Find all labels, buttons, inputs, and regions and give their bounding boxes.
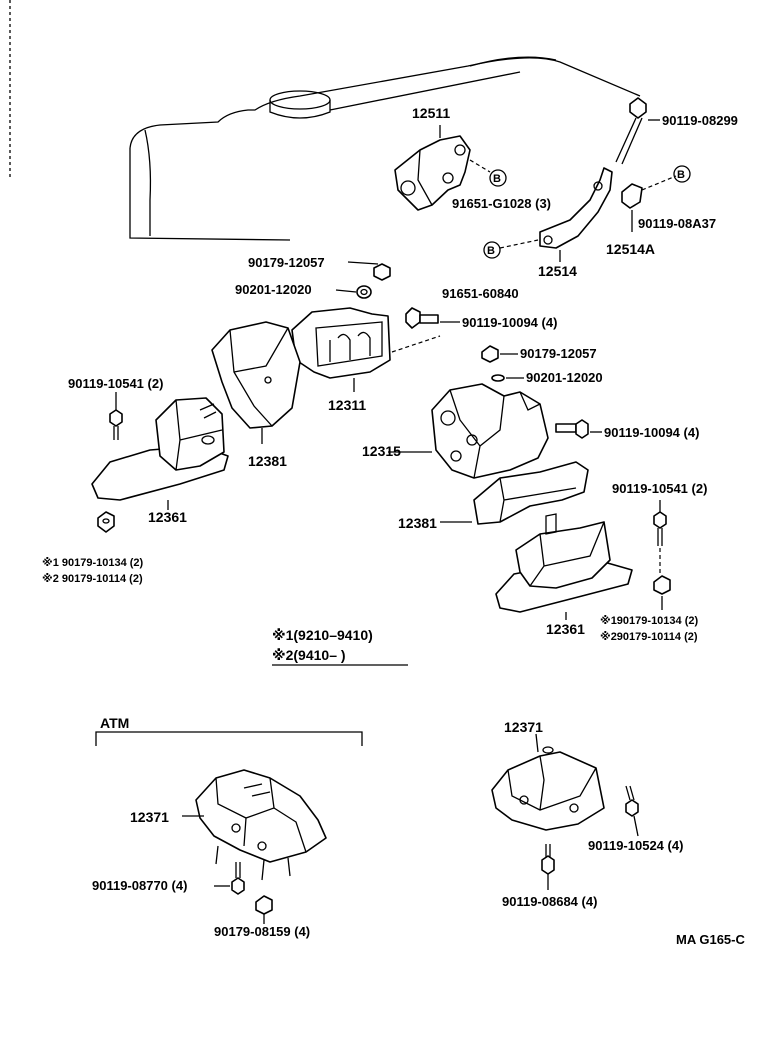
label-12511: 12511 [412, 105, 450, 121]
note-2-left: ※2 90179-10114 (2) [42, 573, 143, 585]
label-90201-12020-b: 90201-12020 [526, 370, 603, 385]
label-90179-12057-a: 90179-12057 [248, 255, 325, 270]
part-12361-left-mount [91, 397, 229, 510]
part-12315-bracket [388, 383, 549, 479]
label-90201-12020-a: 90201-12020 [235, 282, 312, 297]
part-12371-right-mount [491, 733, 605, 831]
label-90179-12057-b: 90179-12057 [520, 346, 597, 361]
label-12311: 12311 [328, 397, 366, 413]
atm-heading: ATM [100, 715, 129, 731]
label-12514: 12514 [538, 263, 577, 279]
label-90119-08770: 90119-08770 (4) [92, 878, 187, 893]
bolt-90119-08770 [214, 862, 245, 895]
nut-washer-middle [481, 345, 524, 382]
note-2-right: ※290179-10114 (2) [600, 631, 698, 643]
nut-90179-08159 [255, 895, 273, 924]
part-12514-bracket [483, 167, 613, 262]
part-12514A-nut [621, 165, 691, 232]
label-12381-b: 12381 [398, 515, 437, 531]
atm-bracket [95, 731, 363, 746]
label-12371-b: 12371 [504, 719, 543, 735]
label-90119-10524: 90119-10524 (4) [588, 838, 683, 853]
bolt-90119-10541-right [653, 500, 671, 610]
bolt-90119-08299 [615, 97, 660, 165]
marker-b-1: B [493, 173, 501, 185]
part-12381-right-cover [440, 461, 589, 525]
label-12315: 12315 [362, 443, 401, 459]
nut-left-bottom [97, 511, 115, 533]
label-90119-10094-a: 90119-10094 (4) [462, 315, 557, 330]
bolt-90119-10524 [625, 785, 639, 837]
part-12511-bracket [394, 125, 507, 211]
reference-code: MA G165-C [676, 932, 745, 947]
label-90179-08159: 90179-08159 (4) [214, 924, 310, 939]
part-12311-insulator [291, 307, 441, 392]
legend-1: ※1(9210–9410) [272, 627, 373, 643]
nut-washer-upper [335, 261, 391, 299]
label-90119-08299: 90119-08299 [662, 113, 738, 128]
note-1-left: ※1 90179-10134 (2) [42, 557, 144, 569]
bolt-90119-10094-upper [405, 307, 460, 329]
label-90119-10094-b: 90119-10094 (4) [604, 425, 699, 440]
label-12361-a: 12361 [148, 509, 187, 525]
note-1-right: ※190179-10134 (2) [600, 615, 698, 627]
marker-b-2: B [487, 245, 495, 257]
label-12361-b: 12361 [546, 621, 585, 637]
engine-block-outline [9, 0, 641, 241]
legend-2: ※2(9410– ) [272, 647, 346, 663]
label-91651-G1028: 91651-G1028 (3) [452, 196, 551, 211]
label-90119-08684: 90119-08684 (4) [502, 894, 597, 909]
label-12514A: 12514A [606, 241, 655, 257]
bolt-90119-10541-left [109, 392, 123, 440]
bolt-90119-10094-lower [555, 419, 602, 439]
marker-b-3: B [677, 169, 685, 181]
label-90119-10541-a: 90119-10541 (2) [68, 376, 163, 391]
label-90119-10541-b: 90119-10541 (2) [612, 481, 707, 496]
part-12361-right-mount [495, 513, 633, 620]
label-91651-60840: 91651-60840 [442, 286, 519, 301]
label-90119-08A37: 90119-08A37 [638, 216, 716, 231]
label-12371-a: 12371 [130, 809, 169, 825]
bolt-90119-08684 [541, 844, 555, 890]
label-12381-a: 12381 [248, 453, 287, 469]
part-12371-atm-mount [182, 769, 327, 881]
part-12381-left-cover [211, 321, 301, 444]
